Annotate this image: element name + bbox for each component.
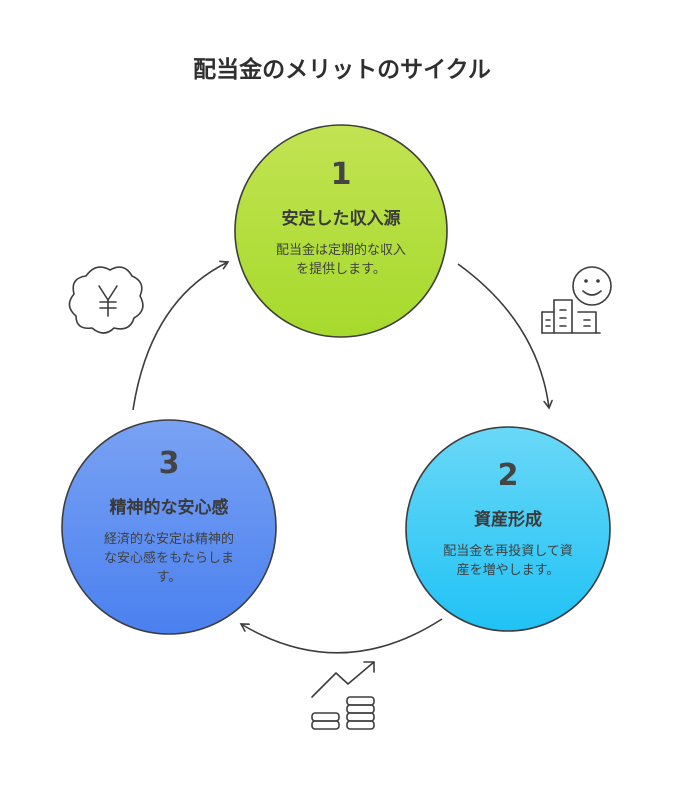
node-3-description: 経済的な安定は精神的 な安心感をもたらしま す。 (66, 530, 272, 587)
arrow-3-to-1 (132, 260, 230, 411)
node-2-circle (405, 426, 611, 632)
node-1-circle (234, 124, 448, 338)
arrow-2-to-3 (239, 618, 443, 654)
node-2-number: 2 (497, 458, 519, 493)
node-1-desc-line: 配当金は定期的な収入 (275, 243, 406, 258)
node-2-desc-line: 産を増やします。 (456, 563, 560, 578)
arrow-1-to-2 (457, 263, 553, 410)
node-2: 2 資産形成 配当金を再投資して資 産を増やします。 (410, 458, 606, 580)
node-3-desc-line: す。 (156, 570, 182, 585)
node-3-number: 3 (158, 446, 180, 481)
node-1-title: 安定した収入源 (281, 209, 401, 229)
node-1-description: 配当金は定期的な収入 を提供します。 (238, 241, 444, 279)
smiling-face-buildings-icon (541, 266, 612, 334)
node-2-desc-line: 配当金を再投資して資 (443, 544, 573, 559)
diagram-title: 配当金のメリットのサイクル (193, 57, 491, 83)
node-3-desc-line: 経済的な安定は精神的 (103, 532, 234, 547)
node-3: 3 精神的な安心感 経済的な安定は精神的 な安心感をもたらしま す。 (66, 446, 272, 587)
rising-coins-chart-icon (311, 661, 375, 730)
node-3-circle (61, 419, 277, 635)
node-3-desc-line: な安心感をもたらしま (103, 551, 234, 566)
node-2-title: 資産形成 (474, 510, 542, 530)
money-tree-yen-icon (68, 266, 144, 334)
node-3-title: 精神的な安心感 (109, 498, 229, 518)
node-2-description: 配当金を再投資して資 産を増やします。 (410, 542, 606, 580)
node-1: 1 安定した収入源 配当金は定期的な収入 を提供します。 (238, 157, 444, 279)
node-1-desc-line: を提供します。 (296, 262, 386, 277)
node-1-number: 1 (330, 157, 352, 192)
